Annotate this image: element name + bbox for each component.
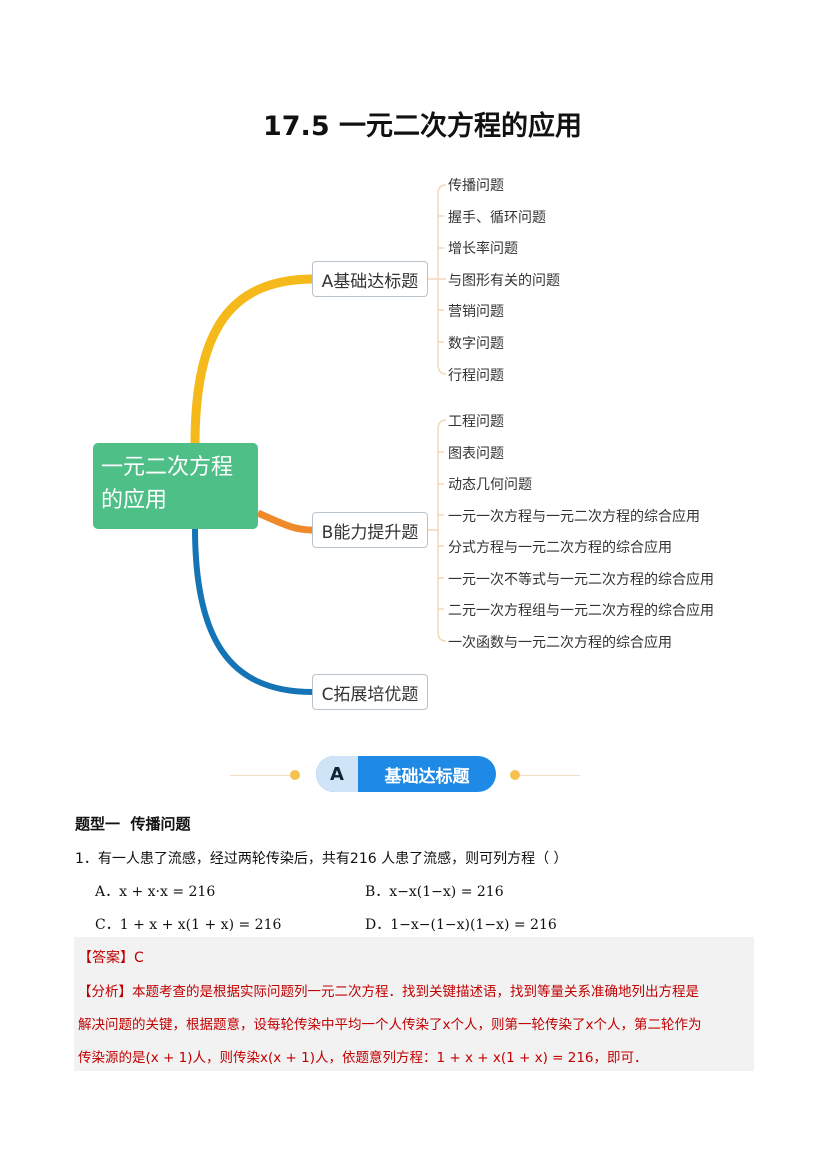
leaf-b: 分式方程与一元二次方程的综合应用 <box>448 540 672 556</box>
leaf-b: 工程问题 <box>448 414 504 430</box>
banner-line-left <box>230 775 295 776</box>
branch-a: A基础达标题 <box>312 261 428 297</box>
banner-letter: A <box>316 756 358 792</box>
branch-b: B能力提升题 <box>312 512 428 548</box>
option-d: D．1−x−(1−x)(1−x) = 216 <box>365 917 557 933</box>
leaf-b: 一元一次不等式与一元二次方程的综合应用 <box>448 572 714 588</box>
answer-label: 【答案】C <box>78 950 144 966</box>
analysis-line: 传染源的是(x + 1)人，则传染x(x + 1)人，依题意列方程：1 + x … <box>78 1050 648 1066</box>
leaf-a: 营销问题 <box>448 304 504 320</box>
mindmap-connectors <box>190 184 447 695</box>
analysis-line: 【分析】本题考查的是根据实际问题列一元二次方程．找到关键描述语，找到等量关系准确… <box>78 984 699 1000</box>
branch-c: C拓展培优题 <box>312 674 428 710</box>
banner-dot-left <box>290 770 300 780</box>
section-heading: 题型一 传播问题 <box>75 815 191 833</box>
banner-line-right <box>520 775 580 776</box>
leaf-b: 动态几何问题 <box>448 477 532 493</box>
question-stem: 1．有一人患了流感，经过两轮传染后，共有216 人患了流感，则可列方程（ ） <box>75 851 568 867</box>
leaf-b: 一元一次方程与一元二次方程的综合应用 <box>448 509 700 525</box>
leaf-a: 行程问题 <box>448 368 504 384</box>
leaf-a: 握手、循环问题 <box>448 210 546 226</box>
leaf-a: 与图形有关的问题 <box>448 273 560 289</box>
leaf-a: 增长率问题 <box>448 241 518 257</box>
answer-box: 【答案】C 【分析】本题考查的是根据实际问题列一元二次方程．找到关键描述语，找到… <box>74 937 754 1071</box>
option-b: B．x−x(1−x) = 216 <box>365 884 504 900</box>
leaf-a: 数字问题 <box>448 336 504 352</box>
section-banner: A 基础达标题 <box>316 756 496 792</box>
banner-dot-right <box>510 770 520 780</box>
banner-label: 基础达标题 <box>384 766 470 787</box>
page-title: 17.5 一元二次方程的应用 <box>262 111 583 142</box>
leaf-a: 传播问题 <box>448 178 504 194</box>
leaf-b: 一次函数与一元二次方程的综合应用 <box>448 635 672 651</box>
option-a: A．x + x·x = 216 <box>95 884 216 900</box>
leaf-b: 图表问题 <box>448 446 504 462</box>
analysis-line: 解决问题的关键，根据题意，设每轮传染中平均一个人传染了x个人，则第一轮传染了x个… <box>78 1017 702 1033</box>
option-c: C．1 + x + x(1 + x) = 216 <box>95 917 282 933</box>
mindmap-center-node: 一元二次方程的应用 <box>93 443 258 529</box>
leaf-b: 二元一次方程组与一元二次方程的综合应用 <box>448 603 714 619</box>
